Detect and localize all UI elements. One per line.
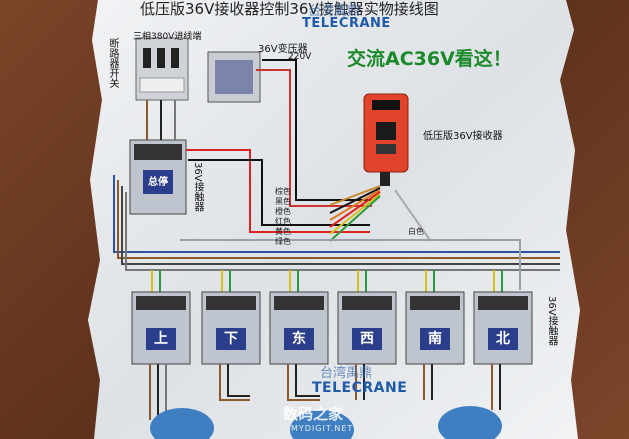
- brand-logo-bottom-cn: 台湾禹鼎: [320, 366, 373, 381]
- motors: [150, 406, 502, 439]
- side-contactor-label: 36V接触器: [546, 296, 557, 346]
- contactor-label-up: 上: [146, 328, 176, 350]
- transformer-sub-label: 220V: [288, 52, 312, 62]
- wire-label: 黄色: [275, 227, 291, 236]
- contactor-label-east: 东: [284, 328, 314, 350]
- headline: 交流AC36V看这！: [347, 48, 512, 70]
- transformer: [207, 51, 261, 103]
- wire-label: 橙色: [275, 207, 291, 216]
- power-wires: [113, 59, 560, 290]
- transformer-label: 36V变压器: [258, 44, 308, 55]
- watermark-sub: MYDIGIT.NET: [291, 424, 354, 433]
- wire-label: 黑色: [275, 197, 291, 206]
- receiver-label: 低压版36V接收器: [423, 131, 503, 142]
- white-wire-label: 白色: [408, 227, 424, 236]
- watermark: 数码之家: [283, 405, 344, 423]
- main-contactor-tag: 总停: [143, 172, 173, 194]
- contactor-label-west: 西: [352, 328, 382, 350]
- contactor-label-north: 北: [488, 328, 518, 350]
- circuit-breaker: [135, 37, 189, 101]
- three-phase-label: 三相380V进线端: [133, 32, 202, 42]
- breaker-label: 断路器开关: [107, 38, 118, 88]
- contactor-label-down: 下: [216, 328, 246, 350]
- main-contactor-label: 36V接触器: [192, 162, 203, 212]
- brand-logo-cn: 台湾禹鼎: [308, 4, 361, 19]
- contactor-label-south: 南: [420, 328, 450, 350]
- diagram-title: 低压版36V接收器控制36V接触器实物接线图: [140, 0, 439, 18]
- brand-logo-bottom: TELECRANE: [312, 380, 408, 396]
- wire-label: 红色: [275, 217, 291, 226]
- wire-label: 棕色: [275, 187, 291, 196]
- brand-logo: TELECRANE: [302, 16, 391, 31]
- wire-label: 绿色: [275, 237, 291, 246]
- remote-receiver: [363, 93, 409, 186]
